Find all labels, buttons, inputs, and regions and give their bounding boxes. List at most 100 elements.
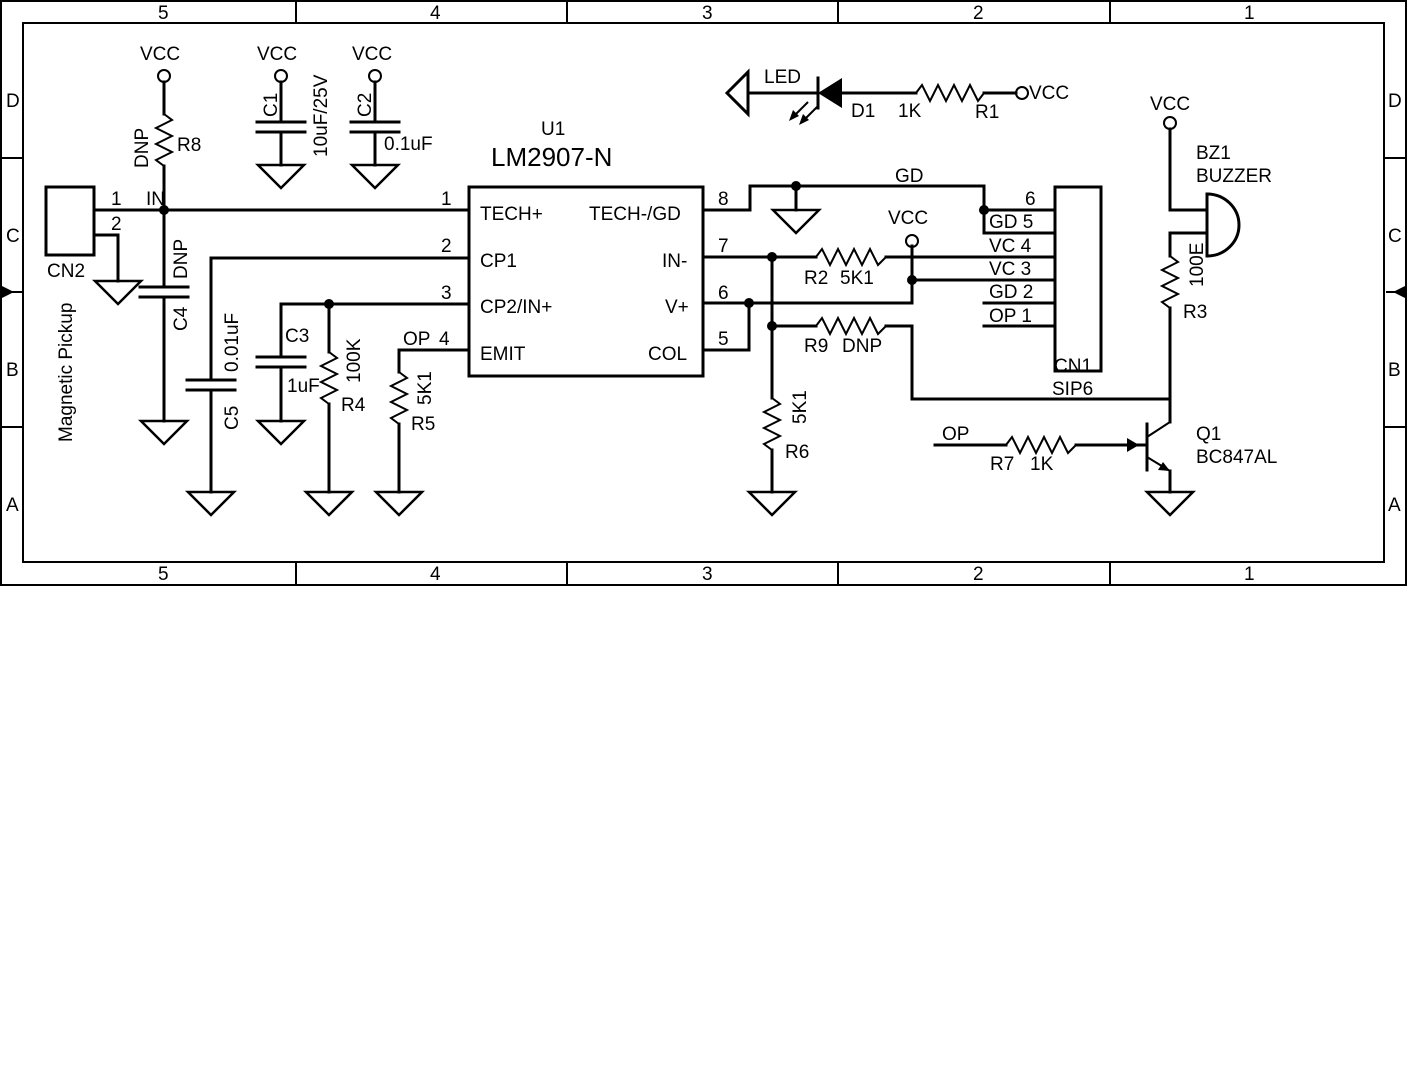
- net-op: OP 4 5K1 R5: [374, 329, 471, 517]
- v-plus-vcc-label: VCC: [888, 208, 928, 229]
- r5-ground-icon: [374, 490, 424, 517]
- c1-ref: C1: [261, 93, 282, 117]
- c2-vcc-label: VCC: [352, 44, 392, 65]
- cn2-pin1: 1: [111, 189, 122, 210]
- r3-ref: R3: [1183, 302, 1207, 323]
- c3-ref: C3: [285, 326, 309, 347]
- vcc-terminal-icon: [157, 69, 171, 83]
- col-label-bottom-2: 2: [973, 564, 984, 585]
- col-label-top-1: 1: [1244, 3, 1255, 24]
- u1-pin7-number: 7: [718, 236, 729, 257]
- col-label-top-4: 4: [430, 3, 441, 24]
- cn1-part: SIP6: [1052, 379, 1093, 400]
- q1-ground-icon: [1145, 490, 1195, 517]
- u1-pin-tech-minus-gd: TECH-/GD: [589, 204, 681, 225]
- cn1-pin-vc4: VC 4: [989, 236, 1032, 257]
- r6-value: 5K1: [790, 390, 811, 424]
- u1-pin-emit: EMIT: [480, 344, 526, 365]
- buzzer-icon: [1205, 192, 1241, 258]
- vcc-terminal-icon: [1163, 116, 1177, 130]
- row-label-right-c: C: [1388, 226, 1402, 247]
- row-label-right-a: A: [1388, 495, 1401, 516]
- u1-ref: U1: [541, 119, 565, 140]
- c2-value: 0.1uF: [384, 134, 433, 155]
- cn1-pin-op1: OP 1: [989, 306, 1032, 327]
- c5-ground-icon: [186, 490, 236, 517]
- arrow-icon: [1127, 438, 1139, 452]
- col-label-bottom-3: 3: [702, 564, 713, 585]
- vcc-terminal-icon: [1015, 86, 1029, 100]
- gd-ground-icon: [771, 208, 821, 235]
- r8-ref: R8: [177, 135, 201, 156]
- d1-vcc-label: VCC: [1029, 83, 1069, 104]
- d1-value: LED: [764, 67, 801, 88]
- net-gd-label: GD: [895, 166, 924, 187]
- r3-value: 100E: [1187, 243, 1208, 287]
- led-ground-icon: [724, 68, 750, 118]
- q1-ref: Q1: [1196, 424, 1221, 445]
- cn1-ref: CN1: [1054, 356, 1092, 377]
- connector-cn1: 6 GD 5 VC 4 VC 3 GD 2 OP 1 CN1 SIP6: [982, 185, 1103, 400]
- c4-ref: C4: [171, 306, 192, 331]
- r8-vcc-label: VCC: [140, 44, 180, 65]
- drawing-frame: 5 4 3 2 1 5 4 3 2 1 D C B A D C B A: [0, 0, 1407, 586]
- u1-pin5-number: 5: [718, 329, 729, 350]
- u1-pin-v-plus: V+: [665, 297, 689, 318]
- c4-value: DNP: [171, 239, 192, 279]
- cn2-description: Magnetic Pickup: [56, 303, 77, 442]
- r9-value: DNP: [842, 336, 882, 357]
- row-label-left-d: D: [6, 91, 20, 112]
- capacitor-c2: VCC C2 0.1uF: [349, 44, 433, 190]
- col-label-top-2: 2: [973, 3, 984, 24]
- c2-ref: C2: [355, 93, 376, 117]
- row-label-left-a: A: [6, 495, 19, 516]
- net-op-label: OP: [403, 329, 430, 350]
- c4-ground-icon: [139, 419, 189, 446]
- col-label-bottom-4: 4: [430, 564, 441, 585]
- u1-pin8-number: 8: [718, 189, 729, 210]
- r2-value: 5K1: [840, 268, 874, 289]
- c3-value: 1uF: [287, 376, 320, 397]
- c2-ground-icon: [350, 163, 400, 190]
- u1-pin-tech-plus: TECH+: [480, 204, 543, 225]
- ic-u1: U1 LM2907-N TECH+ CP1 CP2/IN+ EMIT TECH-…: [467, 119, 705, 378]
- net-gd: GD 8: [701, 166, 1057, 235]
- r7-value: 1K: [1030, 454, 1054, 475]
- resistor-r8: VCC R8 DNP: [132, 44, 201, 212]
- d1-ref: D1: [851, 101, 875, 122]
- r6-ground-icon: [747, 490, 797, 517]
- vcc-terminal-icon: [368, 69, 382, 83]
- c5-ref: C5: [222, 406, 243, 430]
- row-label-left-c: C: [6, 226, 20, 247]
- r1-ref: R1: [975, 102, 999, 123]
- r6-ref: R6: [785, 442, 809, 463]
- cn2-pin2: 2: [111, 214, 122, 235]
- r7-net-op-label: OP: [942, 424, 969, 445]
- row-label-right-d: D: [1388, 91, 1402, 112]
- cn1-pin-vc3: VC 3: [989, 259, 1031, 280]
- net-in-label: IN: [146, 189, 165, 210]
- capacitor-c1: VCC C1 10uF/25V: [255, 44, 332, 190]
- u1-pin6-number: 6: [718, 283, 729, 304]
- u1-pin1-number: 1: [441, 189, 452, 210]
- vcc-terminal-icon: [905, 234, 919, 248]
- col-label-bottom-5: 5: [158, 564, 169, 585]
- c5-value: 0.01uF: [222, 313, 243, 372]
- col-label-top-5: 5: [158, 3, 169, 24]
- u1-pin-col: COL: [648, 344, 687, 365]
- led-d1: LED D1 1K R1 VCC: [724, 67, 1069, 125]
- r9-ref: R9: [804, 336, 828, 357]
- r5-value: 5K1: [415, 371, 436, 405]
- u1-pin-cp1: CP1: [480, 251, 517, 272]
- q1-value: BC847AL: [1196, 447, 1277, 468]
- capacitor-c4: DNP C4: [138, 208, 192, 446]
- buzzer-circuit: VCC BZ1 BUZZER 100E R3 Q1 BC847AL OP R7 …: [933, 94, 1277, 517]
- cn1-pin-gd5: GD 5: [989, 212, 1033, 233]
- net-v-plus: 6 5 VCC: [701, 208, 1057, 352]
- bz1-ref: BZ1: [1196, 143, 1231, 164]
- r8-value: DNP: [132, 128, 153, 168]
- col-label-top-3: 3: [702, 3, 713, 24]
- r5-ref: R5: [411, 414, 435, 435]
- row-label-right-b: B: [1388, 360, 1401, 381]
